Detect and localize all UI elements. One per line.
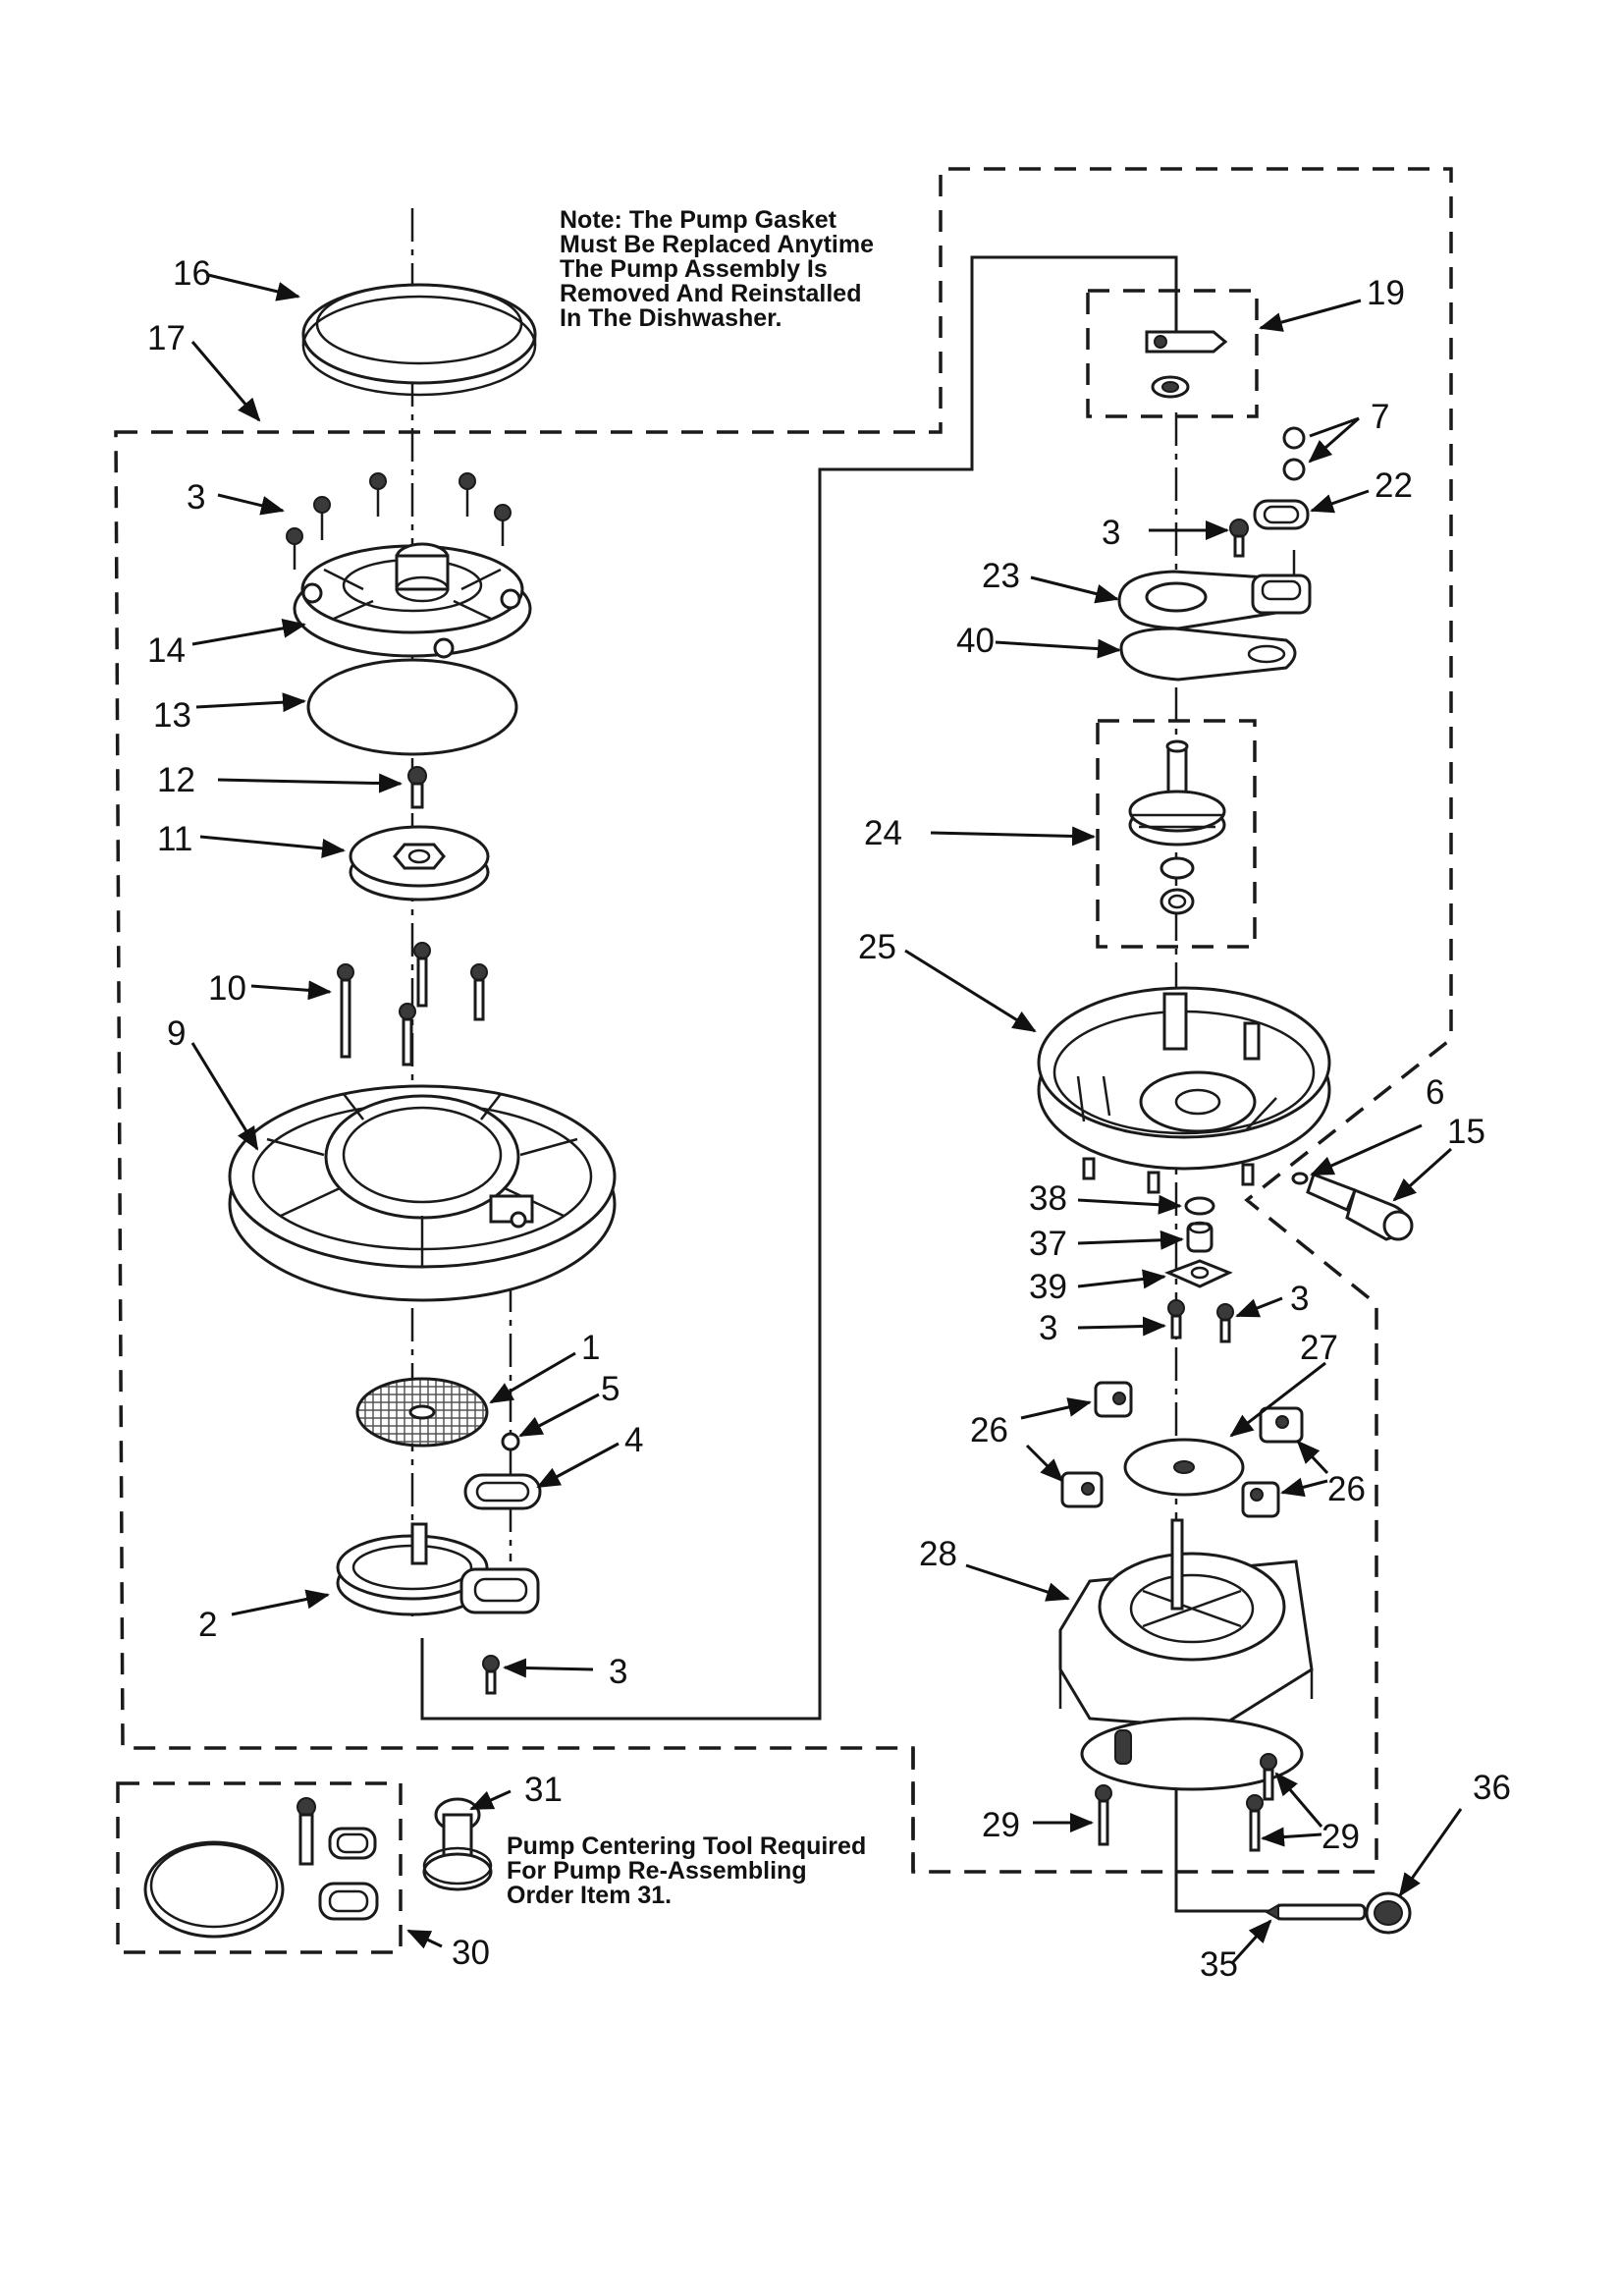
callout-31: 31: [524, 1771, 563, 1809]
left-pump-group-outline: [114, 167, 1453, 1874]
callout-26-left: 26: [970, 1411, 1008, 1449]
callout-29-left: 29: [982, 1806, 1020, 1844]
callout-19: 19: [1367, 274, 1405, 312]
part-38-o-ring: [1184, 1196, 1215, 1216]
callout-29-right: 29: [1321, 1818, 1360, 1856]
part-14-upper-housing: [293, 542, 532, 659]
part-29-screws: [1095, 1753, 1277, 1852]
leader-lines: [190, 273, 1463, 1964]
part-3-screws-top: [286, 472, 512, 570]
note-line: The Pump Assembly Is: [560, 255, 828, 283]
callout-40: 40: [956, 622, 995, 660]
part-28-motor: [1058, 1518, 1314, 1791]
part-30-gasket-kit: [143, 1797, 379, 1939]
part-3-screw-right-upper: [1229, 519, 1249, 558]
note-line: For Pump Re-Assembling: [507, 1857, 807, 1885]
part-9-lower-housing: [228, 1084, 617, 1302]
part-26-clips: [1060, 1381, 1304, 1518]
callout-2: 2: [198, 1606, 217, 1644]
callout-3-right-mid-b: 3: [1039, 1309, 1057, 1347]
callout-37: 37: [1029, 1225, 1067, 1263]
part-25-pump-housing: [1037, 986, 1331, 1194]
part-13-o-ring: [306, 658, 518, 756]
note-line: In The Dishwasher.: [560, 304, 782, 332]
callout-numbers: 16 17 3 14 13 12 11 10 9 1 5 4 2 3 31 30…: [147, 254, 1511, 1984]
part-23-cover: [1117, 570, 1312, 630]
callout-24: 24: [864, 814, 902, 852]
callout-35: 35: [1200, 1945, 1238, 1984]
callout-3-right-upper: 3: [1102, 514, 1120, 552]
part-36-cap: [1365, 1891, 1412, 1935]
part-15-sensor: [1306, 1173, 1414, 1241]
note-line: Must Be Replaced Anytime: [560, 231, 874, 258]
callout-12: 12: [157, 761, 195, 799]
callout-23: 23: [982, 557, 1020, 595]
callout-30: 30: [452, 1934, 490, 1972]
bearing-kit-outline: [1086, 289, 1259, 418]
note-line: Note: The Pump Gasket: [560, 206, 836, 234]
callout-9: 9: [167, 1014, 186, 1053]
note-line: Order Item 31.: [507, 1882, 673, 1909]
part-1-filter-screen: [355, 1377, 489, 1448]
part-39-bracket: [1164, 1259, 1233, 1288]
callout-6: 6: [1426, 1073, 1444, 1112]
callout-38: 38: [1029, 1179, 1067, 1218]
part-11-impeller: [349, 825, 490, 902]
callout-5: 5: [601, 1370, 620, 1408]
note-line: Pump Centering Tool Required: [507, 1832, 867, 1860]
callout-1: 1: [581, 1329, 600, 1367]
part-40-gasket: [1119, 627, 1297, 682]
callout-3-top: 3: [187, 478, 205, 517]
centering-tool-note: Pump Centering Tool Required For Pump Re…: [507, 1834, 866, 1908]
part-24-gear-shaft: [1128, 739, 1226, 915]
callout-7: 7: [1371, 398, 1389, 436]
part-22-seal: [1253, 499, 1310, 530]
callout-39: 39: [1029, 1268, 1067, 1306]
part-4-seal: [463, 1473, 542, 1510]
part-5-ball: [501, 1432, 520, 1451]
part-6-o-ring: [1291, 1172, 1309, 1185]
callout-22: 22: [1375, 466, 1413, 505]
callout-3-base: 3: [609, 1653, 627, 1691]
callout-15: 15: [1447, 1113, 1485, 1151]
callout-25: 25: [858, 928, 896, 966]
part-31-centering-tool: [422, 1797, 493, 1891]
callout-36: 36: [1473, 1769, 1511, 1807]
pump-gasket-note: Note: The Pump Gasket Must Be Replaced A…: [560, 208, 874, 331]
callout-11: 11: [157, 820, 192, 858]
callout-4: 4: [624, 1421, 643, 1459]
assembly-line-left: [420, 255, 1178, 1721]
part-10-bolts: [337, 942, 488, 1066]
part-3-screws-right-mid: [1167, 1299, 1234, 1343]
part-16-pump-gasket: [301, 283, 537, 397]
part-3-screw-base: [482, 1655, 500, 1695]
callout-27: 27: [1300, 1329, 1338, 1367]
part-27-disc: [1123, 1438, 1245, 1497]
callout-10: 10: [208, 969, 246, 1008]
callout-3-right-mid-a: 3: [1290, 1280, 1309, 1318]
callout-26-right: 26: [1327, 1470, 1366, 1508]
part-19-bearing-kit: [1145, 330, 1228, 399]
callout-16: 16: [173, 254, 211, 293]
part-12-screw: [407, 766, 427, 809]
callout-17: 17: [147, 319, 186, 357]
callout-14: 14: [147, 631, 186, 670]
part-35-probe: [1265, 1903, 1367, 1921]
callout-13: 13: [153, 696, 191, 735]
note-line: Removed And Reinstalled: [560, 280, 862, 307]
gasket-kit-outline: [116, 1781, 403, 1954]
part-2-pump-base: [336, 1522, 540, 1616]
part-7-balls: [1282, 426, 1306, 481]
part-37-fitting: [1186, 1221, 1214, 1253]
callout-28: 28: [919, 1535, 957, 1573]
